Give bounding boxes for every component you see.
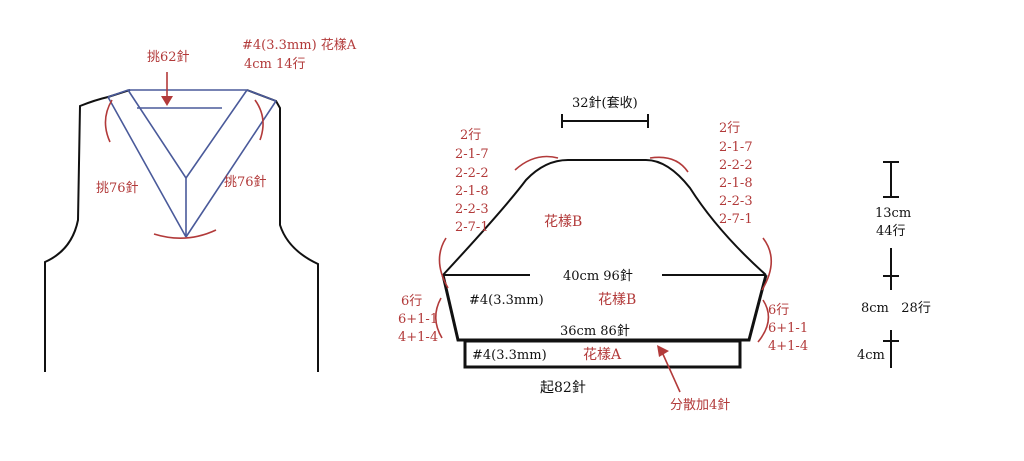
shoulder-curve: [442, 159, 767, 276]
label-width-mid: 36cm 86針: [560, 324, 630, 339]
increase-arrow-line: [661, 351, 681, 393]
shoulder-shaping-left: 2行 2-1-7 2-2-2 2-1-8 2-2-3 2-7-1: [455, 128, 489, 235]
rib-band: [463, 339, 742, 369]
increase-arrow-head: [657, 345, 669, 357]
side-right-2: 4+1-4: [768, 339, 808, 354]
label-width-top: 40cm 96針: [563, 269, 633, 284]
shaping-left-2: 2-2-2: [455, 166, 489, 181]
armhole-arc-left: [438, 237, 449, 289]
side-left-2: 4+1-4: [398, 330, 438, 345]
side-left-1: 6+1-1: [398, 312, 438, 327]
label-pickup-right: 挑76針: [224, 175, 267, 190]
label-pattern-b-mid: 花樣B: [598, 291, 636, 308]
label-band-size: 4cm 14行: [244, 57, 306, 72]
armhole-arc-right: [761, 237, 773, 291]
label-measure-top-rows: 44行: [876, 224, 906, 239]
neckband-outer: [107, 89, 277, 102]
label-needle-mid: #4(3.3mm): [469, 293, 544, 308]
pickup-arc-bottom: [153, 229, 217, 239]
side-right-0: 6行: [768, 303, 789, 318]
shaping-left-0: 2行: [460, 128, 481, 143]
shoulder-arc-right: [649, 156, 689, 173]
label-measure-mid: 8cm 28行: [861, 301, 931, 316]
shaping-right-5: 2-7-1: [719, 212, 753, 227]
label-pickup-center: 挑62針: [147, 50, 190, 65]
side-arc-left: [434, 297, 443, 339]
neckband-left: [107, 89, 187, 238]
label-rib-pattern: 花樣A: [583, 346, 622, 363]
label-cast-on: 起82針: [540, 380, 586, 396]
label-bind-off: 32針(套收): [572, 95, 638, 111]
pickup-arc-right: [254, 99, 264, 141]
front-vest-diagram: 挑62針 #4(3.3mm) 花樣A 4cm 14行 挑76針 挑76針: [44, 37, 357, 372]
shaping-left-4: 2-2-3: [455, 202, 489, 217]
back-body-diagram: 32針(套收) 2行 2-1-7 2-2-2 2-1-8 2-2-3 2-7-1: [398, 95, 808, 413]
shoulder-arc-left: [514, 155, 559, 171]
label-measure-top-cm: 13cm: [875, 206, 911, 221]
shaping-right-1: 2-1-7: [719, 140, 753, 155]
shaping-left-5: 2-7-1: [455, 220, 489, 235]
label-increase-note: 分散加4針: [670, 398, 730, 413]
pickup-arrow-head: [161, 96, 173, 106]
label-needle-pattern: #4(3.3mm) 花樣A: [242, 37, 357, 53]
shaping-right-2: 2-2-2: [719, 158, 753, 173]
side-shaping-left: 6行 6+1-1 4+1-4: [398, 294, 438, 345]
side-arc-right: [757, 299, 770, 343]
pickup-arc-left: [104, 99, 113, 143]
neckband-right: [185, 89, 277, 238]
shaping-right-3: 2-1-8: [719, 176, 753, 191]
side-right-1: 6+1-1: [768, 321, 808, 336]
shaping-right-4: 2-2-3: [719, 194, 753, 209]
label-pattern-b-top: 花樣B: [544, 213, 582, 230]
label-rib-needle: #4(3.3mm): [472, 348, 547, 363]
label-measure-bottom: 4cm: [857, 348, 885, 363]
shoulder-shaping-right: 2行 2-1-7 2-2-2 2-1-8 2-2-3 2-7-1: [719, 121, 753, 227]
shaping-right-0: 2行: [719, 121, 740, 136]
shaping-left-3: 2-1-8: [455, 184, 489, 199]
front-vest-outline: [44, 89, 319, 372]
side-left-0: 6行: [401, 294, 422, 309]
measurement-scale: 13cm 44行 8cm 28行 4cm: [857, 161, 931, 368]
shaping-left-1: 2-1-7: [455, 147, 489, 162]
label-pickup-left: 挑76針: [96, 181, 139, 196]
side-shaping-right: 6行 6+1-1 4+1-4: [768, 303, 808, 354]
